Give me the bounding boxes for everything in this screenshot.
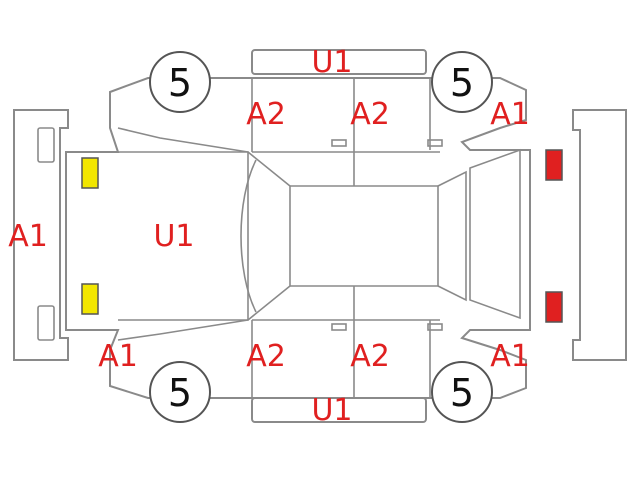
label-front-right-fender: A1: [98, 339, 138, 374]
tire-front-left[interactable]: 5: [149, 51, 211, 113]
front-right-light: [81, 283, 99, 315]
label-top-rocker: U1: [311, 45, 352, 80]
label-front-right-door: A2: [246, 339, 286, 374]
tire-front-right[interactable]: 5: [149, 361, 211, 423]
front-bumper[interactable]: [13, 109, 69, 361]
label-front-left-door: A2: [246, 97, 286, 132]
tire-rear-left[interactable]: 5: [431, 51, 493, 113]
rear-left-light: [545, 149, 563, 181]
tire-front-left-grade: 5: [168, 61, 192, 105]
car-body: [65, 77, 531, 399]
tire-rear-right-grade: 5: [450, 371, 474, 415]
tire-rear-left-grade: 5: [450, 61, 474, 105]
bottom-rocker-panel[interactable]: [251, 397, 427, 423]
top-rocker-panel[interactable]: [251, 49, 427, 75]
label-rear-right-door: A2: [350, 339, 390, 374]
tire-rear-right[interactable]: 5: [431, 361, 493, 423]
front-left-light: [81, 157, 99, 189]
tire-front-right-grade: 5: [168, 371, 192, 415]
label-rear-left-quarter: A1: [490, 97, 530, 132]
label-rear-right-quarter: A1: [490, 339, 530, 374]
label-bottom-rocker: U1: [311, 393, 352, 428]
rear-bumper[interactable]: [572, 109, 627, 361]
label-front-bumper: A1: [8, 219, 48, 254]
rear-right-light: [545, 291, 563, 323]
label-rear-left-door: A2: [350, 97, 390, 132]
label-roof: U1: [153, 219, 194, 254]
